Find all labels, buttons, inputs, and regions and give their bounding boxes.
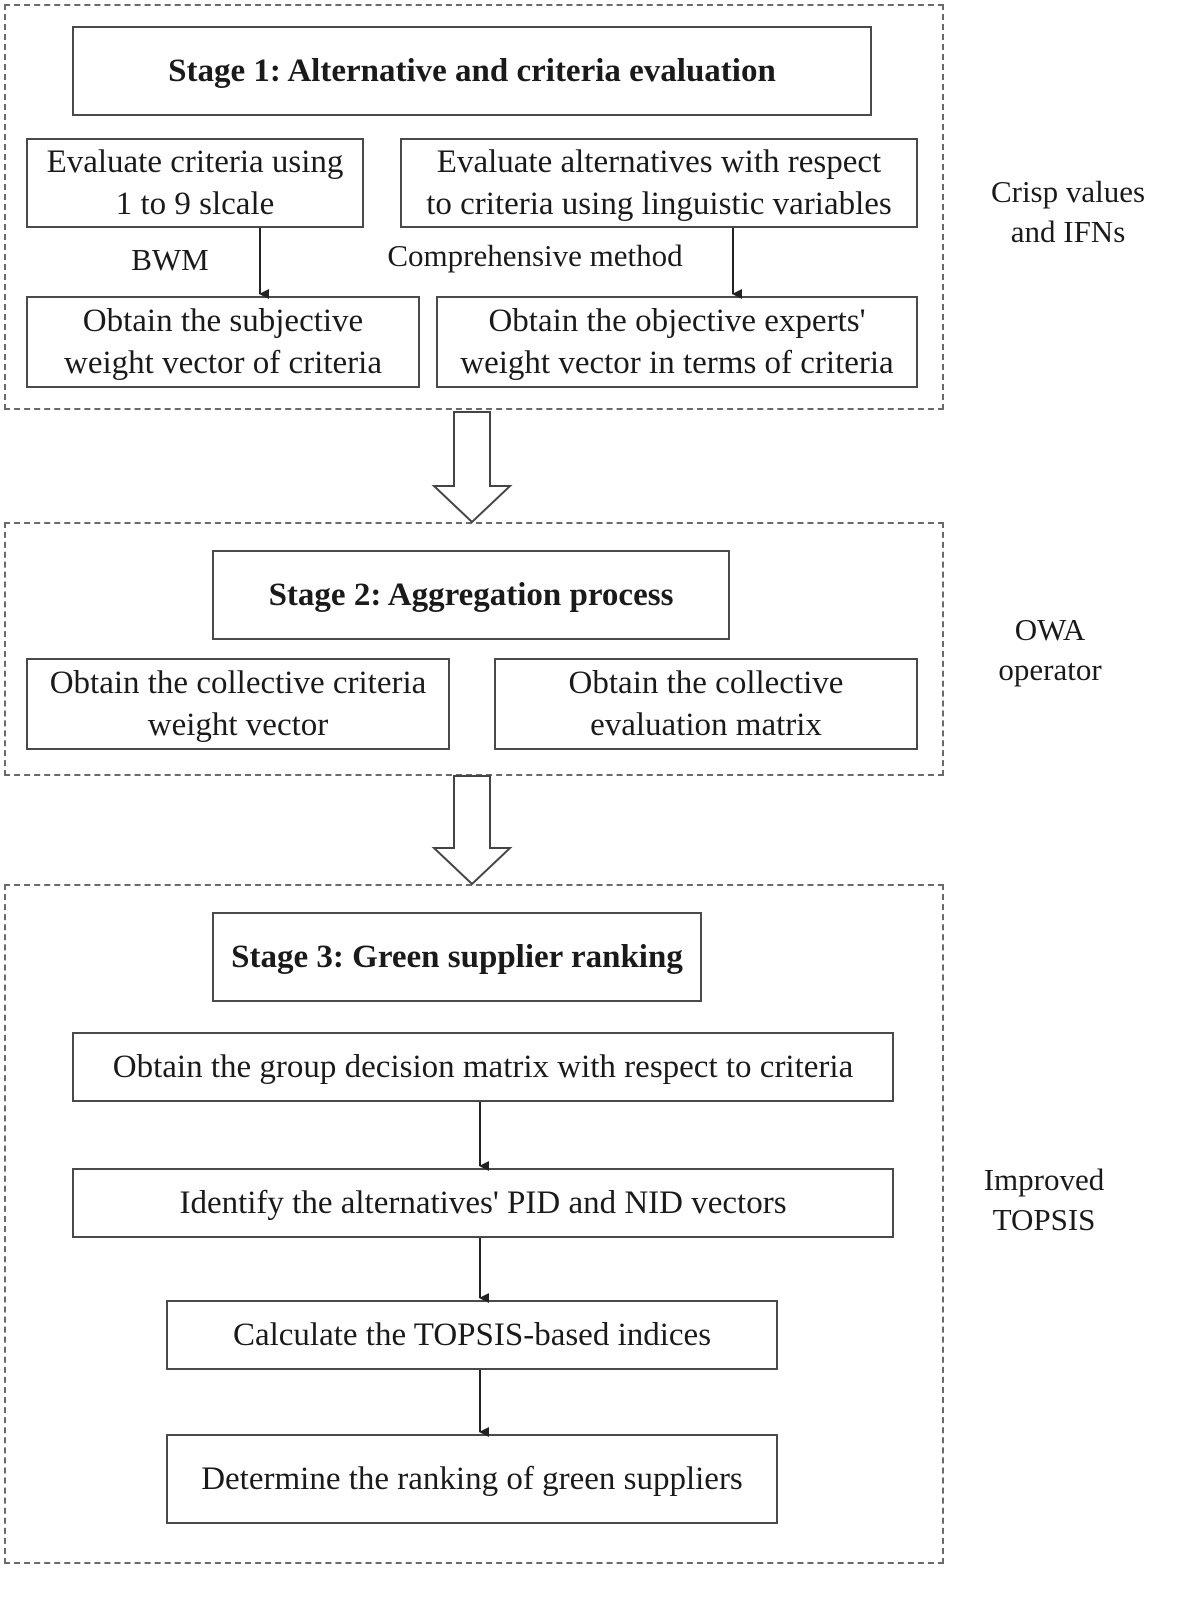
stage-2-side-line-1: OWA — [1014, 612, 1086, 647]
evaluate-alternatives-box: Evaluate alternatives with respect to cr… — [400, 138, 918, 228]
step-topsis-indices-box: Calculate the TOPSIS-based indices — [166, 1300, 778, 1370]
step-pid-nid: Identify the alternatives' PID and NID v… — [179, 1185, 787, 1221]
stage-1-side-line-1: Crisp values — [990, 174, 1146, 209]
stage-3-title: Stage 3: Green supplier ranking — [231, 939, 683, 975]
evaluate-alternatives-line-2: to criteria using linguistic variables — [426, 186, 892, 222]
subjective-weight-line-2: weight vector of criteria — [64, 345, 382, 381]
evaluate-alternatives-line-1: Evaluate alternatives with respect — [436, 144, 882, 180]
stage-1-side-label: Crisp values and IFNs — [968, 172, 1168, 252]
step-group-decision-matrix: Obtain the group decision matrix with re… — [112, 1049, 854, 1085]
comprehensive-method-label: Comprehensive method — [387, 238, 683, 273]
step-topsis-indices: Calculate the TOPSIS-based indices — [232, 1317, 712, 1353]
stage-3-side-label: Improved TOPSIS — [944, 1160, 1144, 1240]
collective-matrix-line-1: Obtain the collective — [568, 665, 844, 701]
collective-matrix-box: Obtain the collective evaluation matrix — [494, 658, 918, 750]
stage-2-title-box: Stage 2: Aggregation process — [212, 550, 730, 640]
subjective-weight-line-1: Obtain the subjective — [82, 303, 364, 339]
stage-2-side-label: OWA operator — [950, 610, 1150, 690]
step-ranking-box: Determine the ranking of green suppliers — [166, 1434, 778, 1524]
collective-matrix-line-2: evaluation matrix — [590, 707, 822, 743]
objective-weight-box: Obtain the objective experts' weight vec… — [436, 296, 918, 388]
stage-1-title-box: Stage 1: Alternative and criteria evalua… — [72, 26, 872, 116]
collective-weight-box: Obtain the collective criteria weight ve… — [26, 658, 450, 750]
evaluate-criteria-box: Evaluate criteria using 1 to 9 slcale — [26, 138, 364, 228]
stage-2-side-line-2: operator — [998, 652, 1102, 687]
stage-3-side-line-1: Improved — [983, 1162, 1105, 1197]
subjective-weight-box: Obtain the subjective weight vector of c… — [26, 296, 420, 388]
stage-3-side-line-2: TOPSIS — [992, 1202, 1096, 1237]
step-ranking: Determine the ranking of green suppliers — [201, 1461, 743, 1497]
evaluate-criteria-line-2: 1 to 9 slcale — [115, 186, 275, 222]
stage-3-container — [4, 884, 944, 1564]
evaluate-criteria-line-1: Evaluate criteria using — [46, 144, 344, 180]
stage-1-side-line-2: and IFNs — [1010, 214, 1126, 249]
stage-1-container — [4, 4, 944, 410]
step-group-decision-matrix-box: Obtain the group decision matrix with re… — [72, 1032, 894, 1102]
bwm-method-label: BWM — [131, 242, 209, 277]
stage-3-title-box: Stage 3: Green supplier ranking — [212, 912, 702, 1002]
stage-1-title: Stage 1: Alternative and criteria evalua… — [168, 53, 776, 89]
step-pid-nid-box: Identify the alternatives' PID and NID v… — [72, 1168, 894, 1238]
stage-2-to-3-arrow — [431, 775, 513, 886]
collective-weight-line-1: Obtain the collective criteria — [49, 665, 427, 701]
stage-1-to-2-arrow — [431, 411, 513, 524]
collective-weight-line-2: weight vector — [147, 707, 329, 743]
stage-2-title: Stage 2: Aggregation process — [268, 577, 674, 613]
objective-weight-line-2: weight vector in terms of criteria — [460, 345, 894, 381]
objective-weight-line-1: Obtain the objective experts' — [488, 303, 866, 339]
